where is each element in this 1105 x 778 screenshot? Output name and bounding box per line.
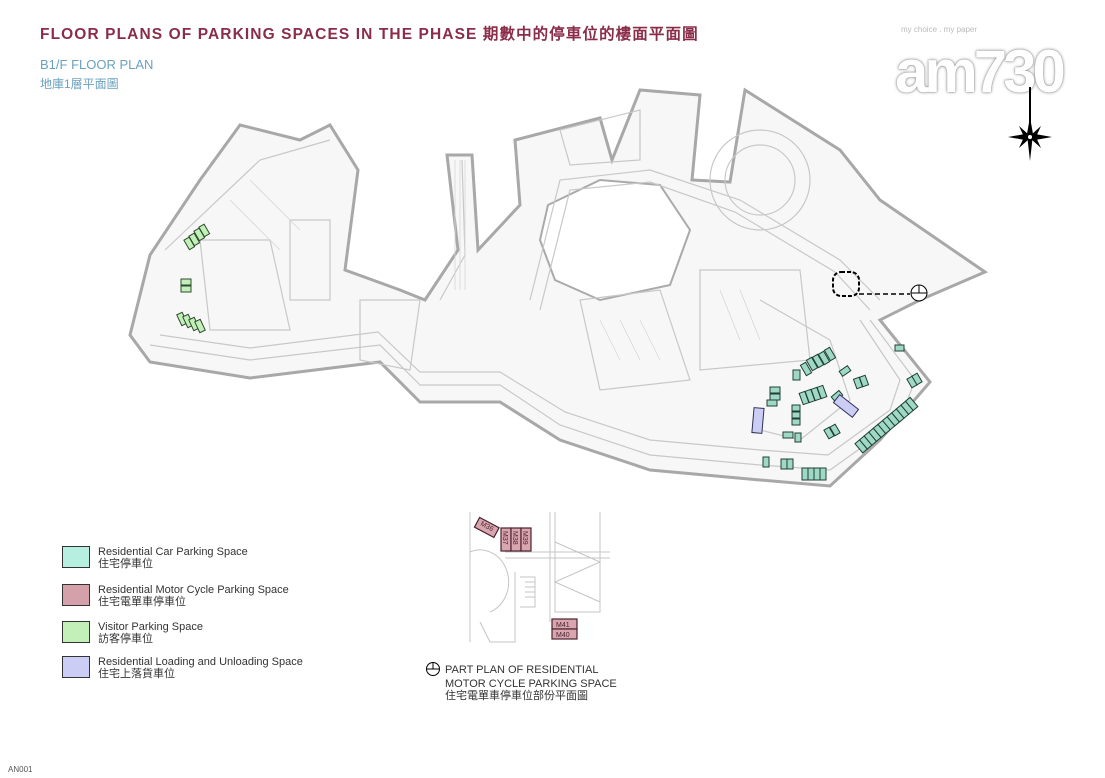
- north-arrow-icon: [1008, 87, 1052, 161]
- visitor-parking-spaces: [176, 223, 211, 334]
- page-title: FLOOR PLANS OF PARKING SPACES IN THE PHA…: [40, 26, 699, 43]
- floor-label-zh: 地庫1層平面圖: [40, 77, 119, 91]
- site-outline: [128, 87, 989, 488]
- legend-label-en: Visitor Parking Space: [98, 621, 203, 633]
- space-label: M39: [521, 531, 528, 545]
- space-label: M37: [501, 531, 508, 545]
- residential-car-parking-spaces: [762, 344, 923, 481]
- logo-tagline: my choice . my paper: [901, 25, 978, 34]
- legend-swatch: [62, 546, 90, 568]
- space-label: M38: [511, 531, 518, 545]
- part-plan-motor-cycle: M36 M37 M38 M39 M41 M40: [469, 512, 610, 643]
- legend-swatch: [62, 621, 90, 643]
- caption-zh: 住宅電單車停車位部份平面圖: [445, 690, 588, 702]
- legend-label-zh: 住宅上落貨車位: [98, 668, 175, 680]
- caption-line-1: PART PLAN OF RESIDENTIAL: [445, 664, 599, 676]
- legend-label-zh: 住宅電單車停車位: [98, 596, 186, 608]
- legend-label-en: Residential Loading and Unloading Space: [98, 656, 303, 668]
- legend-label-en: Residential Motor Cycle Parking Space: [98, 584, 289, 596]
- legend-swatch: [62, 584, 90, 606]
- legend-label-zh: 住宅停車位: [98, 558, 153, 570]
- section-marker-icon: [426, 662, 440, 676]
- caption-line-2: MOTOR CYCLE PARKING SPACE: [445, 678, 617, 690]
- legend-swatch: [62, 656, 90, 678]
- part-plan-reference-marker: [832, 271, 928, 302]
- legend-label-en: Residential Car Parking Space: [98, 546, 248, 558]
- space-label: M41: [556, 622, 570, 629]
- b1-floor-plan: [128, 87, 989, 488]
- part-plan-caption: PART PLAN OF RESIDENTIAL MOTOR CYCLE PAR…: [425, 662, 617, 702]
- plan-hatching: [229, 160, 761, 361]
- legend-label-zh: 訪客停車位: [98, 633, 153, 645]
- logo-brand: am730: [895, 38, 1066, 105]
- loading-unloading-spaces: [751, 393, 860, 434]
- space-label: M40: [556, 632, 570, 639]
- floor-label-en: B1/F FLOOR PLAN: [40, 57, 154, 72]
- am730-watermark-logo: my choice . my paper am730: [885, 24, 1075, 108]
- central-void: [538, 178, 692, 302]
- drawing-code: AN001: [8, 765, 33, 774]
